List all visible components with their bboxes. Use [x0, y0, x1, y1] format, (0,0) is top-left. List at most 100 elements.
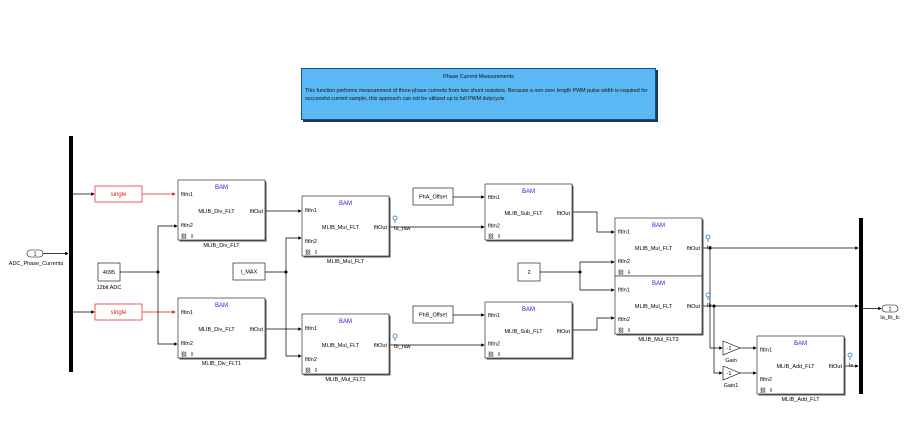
signal-label: Ib: [707, 303, 712, 309]
arrow-down-icon: ⇩: [314, 367, 319, 374]
inport-name: ADC_Phase_Currents: [9, 261, 64, 267]
constant-4095-value: 4095: [103, 270, 115, 276]
signal-line[interactable]: [285, 272, 302, 358]
bam-mask-label: BAM: [522, 307, 535, 313]
constant-pha-offset[interactable]: [412, 187, 454, 206]
function-name: MLIB_Add_FLT: [776, 364, 815, 370]
signal-viewer-icon[interactable]: [392, 215, 398, 221]
outport-name: Ia_Ib_Ic: [880, 315, 900, 321]
signal-line[interactable]: [579, 272, 615, 292]
annotation-title: Phase Current Measurements: [443, 74, 514, 80]
bam-block[interactable]: [484, 183, 573, 241]
function-name: MLIB_Mul_FLT: [322, 343, 360, 349]
constant-4095[interactable]: [97, 262, 121, 282]
function-name: MLIB_Div_FLT: [198, 327, 235, 333]
bam-block[interactable]: [484, 301, 573, 359]
signal-line[interactable]: [157, 224, 178, 272]
input-port-2: fltIn2: [305, 239, 317, 245]
arrow-down-icon: ⇩: [190, 233, 195, 240]
function-name: MLIB_Mul_FLT: [635, 246, 673, 252]
annotation-box[interactable]: Phase Current Measurements This function…: [301, 68, 656, 120]
bam-mask-label: BAM: [339, 201, 352, 207]
input-port-1: fltIn1: [618, 230, 630, 236]
input-port-2: fltIn2: [181, 223, 193, 229]
function-name: MLIB_Div_FLT: [198, 209, 235, 215]
signal-line[interactable]: [157, 272, 178, 346]
link-icon: ⛓: [181, 351, 188, 358]
data-type-conversion[interactable]: [94, 185, 143, 203]
gain-value: -1: [727, 371, 732, 377]
bam-mask-label: BAM: [652, 281, 665, 287]
constant-phb-offset[interactable]: [412, 305, 454, 324]
input-port-2: fltIn2: [305, 357, 317, 363]
link-icon: ⛓: [618, 327, 625, 334]
arrow-down-icon: ⇩: [190, 351, 195, 358]
arrow-down-icon: ⇩: [314, 249, 319, 256]
input-port-1: fltIn1: [618, 288, 630, 294]
signal-viewer-icon[interactable]: [705, 234, 711, 240]
outport-number: 1: [888, 307, 891, 313]
constant-phb-offset-value: PhB_Offset: [419, 313, 447, 319]
output-port: fltOut: [687, 246, 701, 252]
output-port: fltOut: [687, 304, 701, 310]
input-port-1: fltIn1: [181, 192, 193, 198]
block-name: MLIB_Div_FLT: [203, 243, 240, 249]
output-port: fltOut: [557, 329, 571, 335]
outport-block[interactable]: [881, 304, 899, 313]
input-port-2: fltIn2: [181, 341, 193, 347]
signal-line[interactable]: [579, 260, 615, 272]
bam-block[interactable]: [756, 335, 845, 395]
constant-2[interactable]: [517, 262, 541, 282]
link-icon: ⛓: [488, 351, 495, 358]
output-port: fltOut: [557, 211, 571, 217]
demux-bar[interactable]: [69, 136, 73, 372]
signal-line[interactable]: [572, 211, 615, 234]
link-icon: ⛓: [488, 233, 495, 240]
function-name: MLIB_Sub_FLT: [504, 211, 543, 217]
signal-label: Ia_raw: [394, 226, 411, 232]
bam-block[interactable]: [614, 217, 703, 277]
signal-line[interactable]: [572, 316, 615, 331]
output-port: fltOut: [250, 327, 264, 333]
conversion-label: single: [111, 310, 127, 316]
arrow-down-icon: ⇩: [497, 233, 502, 240]
arrow-down-icon: ⇩: [627, 269, 632, 276]
bam-block[interactable]: [177, 297, 266, 359]
signal-label: Ic: [849, 363, 854, 369]
inport-number: 1: [33, 252, 36, 258]
input-port-2: fltIn2: [618, 259, 630, 265]
gain-block[interactable]: [722, 365, 741, 381]
constant-4095-name: 12bit ADC: [97, 285, 122, 291]
signal-viewer-icon[interactable]: [847, 352, 853, 358]
output-port: fltOut: [829, 364, 843, 370]
bam-mask-label: BAM: [794, 341, 807, 347]
inport-block[interactable]: [26, 249, 44, 258]
bam-block[interactable]: [177, 179, 266, 241]
bam-block[interactable]: [301, 195, 390, 257]
input-port-1: fltIn1: [305, 326, 317, 332]
input-port-1: fltIn1: [488, 313, 500, 319]
constant-i-max[interactable]: [232, 262, 266, 281]
signal-line[interactable]: [709, 248, 723, 350]
function-name: MLIB_Mul_FLT: [322, 225, 360, 231]
output-port: fltOut: [374, 343, 388, 349]
gain-block[interactable]: [722, 340, 741, 356]
output-port: fltOut: [374, 225, 388, 231]
arrow-down-icon: ⇩: [769, 387, 774, 394]
signal-viewer-icon[interactable]: [392, 333, 398, 339]
signal-label: Ib_raw: [394, 344, 411, 350]
data-type-conversion[interactable]: [94, 303, 143, 321]
constant-2-value: 2: [527, 270, 530, 276]
signal-line[interactable]: [713, 306, 723, 375]
signal-viewer-icon[interactable]: [705, 292, 711, 298]
block-name: MLIB_Mul_FLT1: [325, 377, 365, 383]
bam-block[interactable]: [301, 313, 390, 375]
gain-name: Gain: [725, 358, 737, 364]
link-icon: ⛓: [760, 387, 767, 394]
signal-line[interactable]: [285, 236, 302, 272]
block-name: MLIB_Mul_FLT3: [638, 337, 678, 343]
mux-bar[interactable]: [859, 218, 863, 394]
bam-block[interactable]: [614, 275, 703, 335]
bam-mask-label: BAM: [215, 185, 228, 191]
